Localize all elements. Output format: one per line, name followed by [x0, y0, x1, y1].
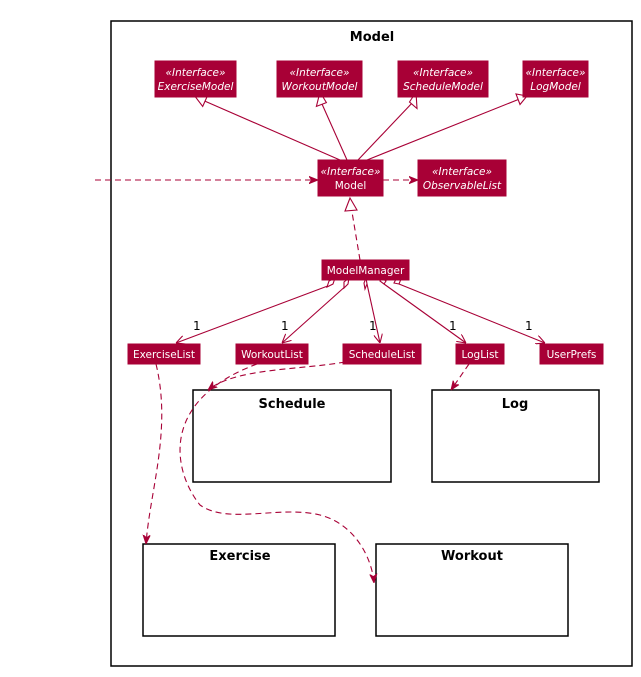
workoutlist-workout-dependency [179, 363, 374, 583]
log-package-title: Log [502, 397, 529, 412]
multiplicity-loglist: 1 [449, 319, 457, 333]
model-interface: «Interface» Model [317, 159, 384, 197]
multiplicity-userprefs: 1 [525, 319, 533, 333]
exerciselist-exercise-dependency [146, 363, 163, 544]
schedulemodel-stereotype: «Interface» [413, 67, 473, 79]
realization-modelmanager [351, 211, 361, 261]
multiplicity-labels: 1 1 1 1 1 [193, 319, 533, 333]
exercisemodel-stereotype: «Interface» [166, 67, 226, 79]
logmodel-name: LogModel [530, 81, 581, 93]
workout-package: Workout [375, 543, 569, 637]
connectors [95, 90, 545, 583]
observablelist-name: ObservableList [423, 180, 502, 192]
generalization-exercisemodel [199, 98, 341, 161]
schedulelist-name: ScheduleList [349, 349, 416, 361]
aggregation-schedulelist [366, 283, 380, 343]
exercise-package: Exercise [142, 543, 336, 637]
modelmanager-name: ModelManager [327, 265, 405, 277]
workoutlist-class: WorkoutList [235, 343, 309, 365]
workoutmodel-stereotype: «Interface» [290, 67, 350, 79]
exerciselist-name: ExerciseList [133, 349, 195, 361]
multiplicity-schedulelist: 1 [369, 319, 377, 333]
log-package: Log [431, 389, 600, 483]
schedulelist-class: ScheduleList [342, 343, 422, 365]
aggregation-userprefs [398, 283, 545, 343]
modelmanager-class: ModelManager [321, 259, 410, 281]
aggregation-exerciselist [176, 283, 334, 343]
model-name: Model [335, 180, 367, 192]
model-stereotype: «Interface» [321, 166, 381, 178]
observablelist-interface: «Interface» ObservableList [417, 159, 507, 197]
model-package-title: Model [350, 30, 394, 45]
userprefs-name: UserPrefs [547, 349, 597, 361]
loglist-name: LogList [461, 349, 498, 361]
schedulemodel-interface: «Interface» ScheduleModel [397, 60, 489, 98]
generalization-schedulemodel [357, 100, 415, 161]
exercisemodel-interface: «Interface» ExerciseModel [154, 60, 237, 98]
exercise-package-title: Exercise [209, 549, 270, 564]
workoutmodel-interface: «Interface» WorkoutModel [276, 60, 363, 98]
multiplicity-workoutlist: 1 [281, 319, 289, 333]
workoutlist-name: WorkoutList [241, 349, 303, 361]
loglist-class: LogList [455, 343, 505, 365]
schedule-package: Schedule [192, 389, 392, 483]
schedulelist-schedule-dependency [208, 361, 346, 390]
generalization-logmodel [366, 97, 523, 161]
schedule-package-title: Schedule [259, 397, 326, 412]
aggregation-loglist [383, 283, 466, 343]
logmodel-stereotype: «Interface» [526, 67, 586, 79]
exercisemodel-name: ExerciseModel [158, 81, 234, 93]
generalization-workoutmodel [321, 103, 348, 161]
userprefs-class: UserPrefs [539, 343, 604, 365]
realization-triangle-modelmanager [344, 196, 358, 212]
workout-package-title: Workout [441, 549, 503, 564]
observablelist-stereotype: «Interface» [432, 166, 492, 178]
logmodel-interface: «Interface» LogModel [522, 60, 589, 98]
exerciselist-class: ExerciseList [127, 343, 201, 365]
loglist-log-dependency [451, 363, 470, 390]
aggregation-workoutlist [282, 283, 349, 343]
multiplicity-exerciselist: 1 [193, 319, 201, 333]
schedulemodel-name: ScheduleModel [403, 81, 483, 93]
workoutmodel-name: WorkoutModel [282, 81, 358, 93]
